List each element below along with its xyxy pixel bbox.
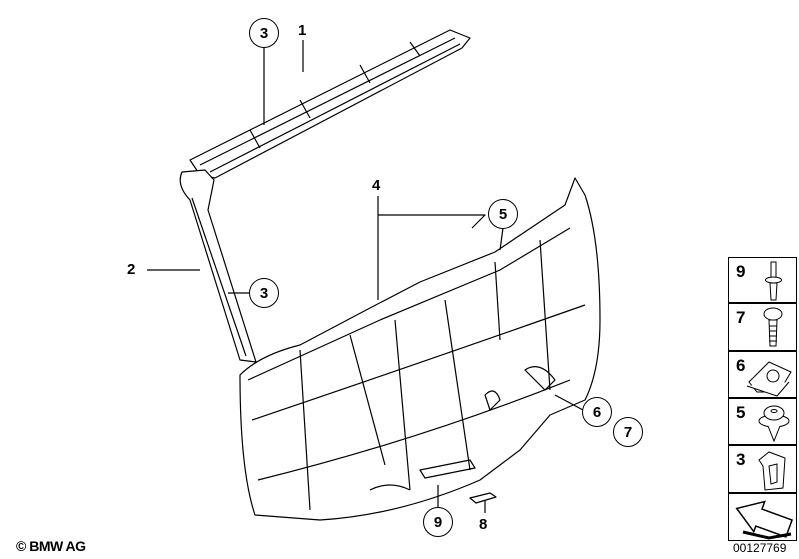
retaining-clip-icon xyxy=(758,451,786,491)
document-id: 00127769 xyxy=(733,541,787,555)
expanding-rivet-icon xyxy=(758,405,790,443)
direction-arrow-icon xyxy=(735,500,794,540)
copyright-label: © BMW AG xyxy=(16,538,86,554)
part-1-upper-trim xyxy=(189,29,471,179)
legend-item-6: 6 xyxy=(728,351,797,398)
callout-7: 7 xyxy=(613,417,643,447)
legend-item-7: 7 xyxy=(728,303,797,351)
callout-3-top: 3 xyxy=(249,18,279,48)
callout-9: 9 xyxy=(423,507,453,537)
part-8-clip xyxy=(469,492,497,504)
label-8: 8 xyxy=(479,516,488,533)
legend-item-5: 5 xyxy=(728,398,797,445)
legend-item-arrow xyxy=(728,493,797,541)
label-2: 2 xyxy=(127,261,136,278)
screw-icon xyxy=(763,307,783,347)
legend-number: 7 xyxy=(736,308,746,327)
legend-item-3: 3 xyxy=(728,445,797,493)
callout-5: 5 xyxy=(488,199,518,229)
part-4-tailgate-panel xyxy=(239,177,601,521)
legend-number: 5 xyxy=(736,403,746,422)
clip-nut-icon xyxy=(746,361,792,397)
legend-number: 9 xyxy=(736,262,746,281)
part-2-side-trim xyxy=(179,169,257,363)
label-1: 1 xyxy=(298,22,307,39)
callout-6: 6 xyxy=(582,397,612,427)
legend-number: 3 xyxy=(736,450,746,469)
callout-3-mid: 3 xyxy=(249,278,279,308)
legend-number: 6 xyxy=(736,356,746,375)
label-4: 4 xyxy=(372,177,381,194)
push-rivet-icon xyxy=(765,261,782,301)
legend-item-9: 9 xyxy=(728,257,797,303)
